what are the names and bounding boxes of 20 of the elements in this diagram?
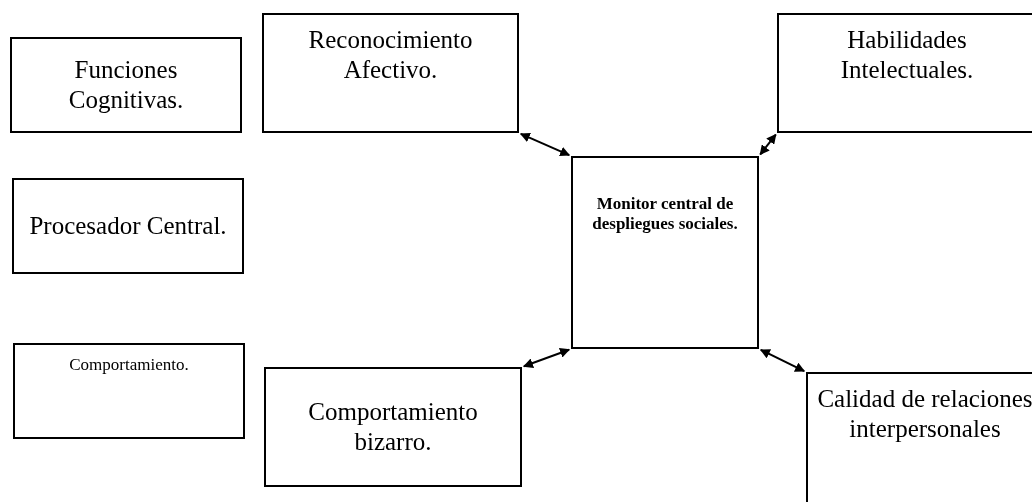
double-arrow [522,348,571,368]
box-label: Funciones Cognitivas. [67,55,185,115]
box-label: Habilidades Intelectuales. [839,25,975,85]
box-label: Calidad de relaciones interpersonales [816,384,1032,444]
box-label: Reconocimiento Afectivo. [307,25,474,85]
double-arrow [759,133,777,156]
text-box [10,37,242,133]
text-box [571,156,759,349]
box-label: Comportamiento. [69,355,189,376]
box-label: Comportamiento bizarro. [307,397,479,457]
box-label: Procesador Central. [29,211,227,241]
text-box [13,343,245,439]
text-box [262,13,519,133]
double-arrow [519,132,571,157]
text-box [777,13,1032,133]
text-box [806,372,1032,502]
box-label: Monitor central de despliegues sociales. [591,194,739,235]
text-box [12,178,244,274]
double-arrow [759,348,806,373]
text-box [264,367,522,487]
